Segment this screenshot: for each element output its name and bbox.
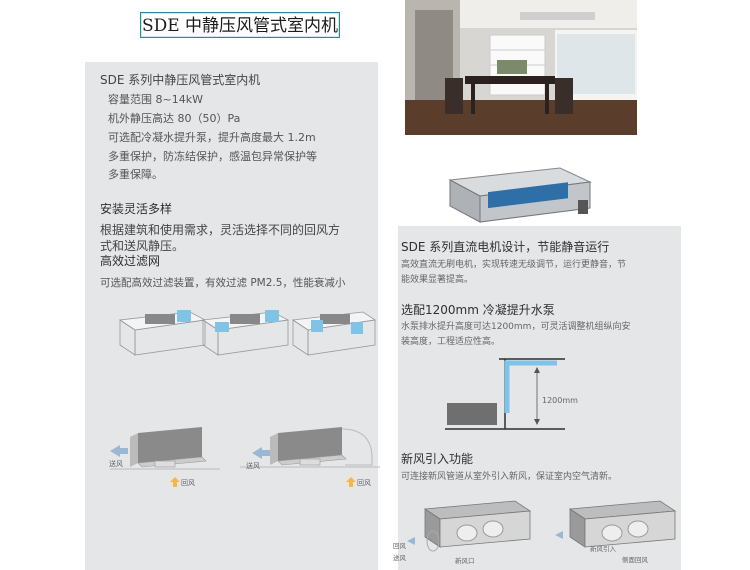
return-arrow-icon: [170, 477, 180, 487]
spec-line: 多重保障。: [108, 168, 163, 181]
supply-return-diagram-2: [240, 427, 380, 468]
filter-desc: 可选配高效过滤装置，有效过滤 PM2.5，性能衰减小: [100, 277, 346, 289]
spec-line: 可选配冷凝水提升泵，提升高度最大 1.2m: [108, 131, 316, 144]
room-photo: [405, 0, 637, 135]
pump-title: 选配1200mm 冷凝提升水泵: [401, 303, 555, 317]
fresh-air-diagram: [407, 500, 677, 552]
flex-install-desc: 根据建筑和使用需求，灵活选择不同的回风方: [100, 223, 341, 237]
pump-lift-diagram: [445, 358, 565, 430]
install-modes-diagram: [118, 310, 377, 356]
supply-label: 送风: [109, 460, 123, 468]
return-label: 回风: [181, 479, 195, 487]
fresh-air-label: 回风: [393, 542, 406, 550]
fresh-air-title: 新风引入功能: [401, 452, 474, 466]
page-title: SDE 中静压风管式室内机: [140, 12, 340, 38]
spec-title: SDE 系列中静压风管式室内机: [100, 73, 261, 87]
duct-unit-image: [440, 160, 600, 230]
fresh-air-label: 送风: [393, 554, 406, 562]
pump-desc: 装高度，工程适应性高。: [401, 337, 501, 347]
spec-line: 多重保护，防冻结保护，感温包异常保护等: [108, 150, 317, 163]
supply-return-diagram-1: [110, 427, 220, 470]
spec-line: 容量范围 8~14kW: [108, 93, 203, 106]
pump-dimension-label: 1200mm: [542, 396, 578, 405]
return-arrow-icon: [346, 477, 356, 487]
spec-line: 机外静压高达 80（50）Pa: [108, 112, 241, 125]
filter-title: 高效过滤网: [100, 254, 161, 268]
flex-install-title: 安装灵活多样: [100, 202, 173, 216]
return-label: 回风: [357, 479, 371, 487]
fresh-air-label: 新风口: [455, 557, 475, 565]
fresh-air-desc: 可连接新风管道从室外引入新风，保证室内空气清新。: [401, 472, 618, 482]
flex-install-desc: 式和送风静压。: [100, 239, 185, 253]
motor-desc: 能效果显著提高。: [401, 275, 474, 285]
supply-label: 送风: [246, 462, 260, 470]
motor-title: SDE 系列直流电机设计，节能静音运行: [401, 240, 610, 254]
pump-desc: 水泵排水提升高度可达1200mm，可灵活调整机组纵向安: [401, 322, 631, 332]
fresh-air-label: 新风引入: [590, 545, 616, 553]
fresh-air-label: 侧面回风: [622, 556, 648, 564]
motor-desc: 高效直流无刷电机，实现转速无级调节，运行更静音，节: [401, 260, 627, 270]
